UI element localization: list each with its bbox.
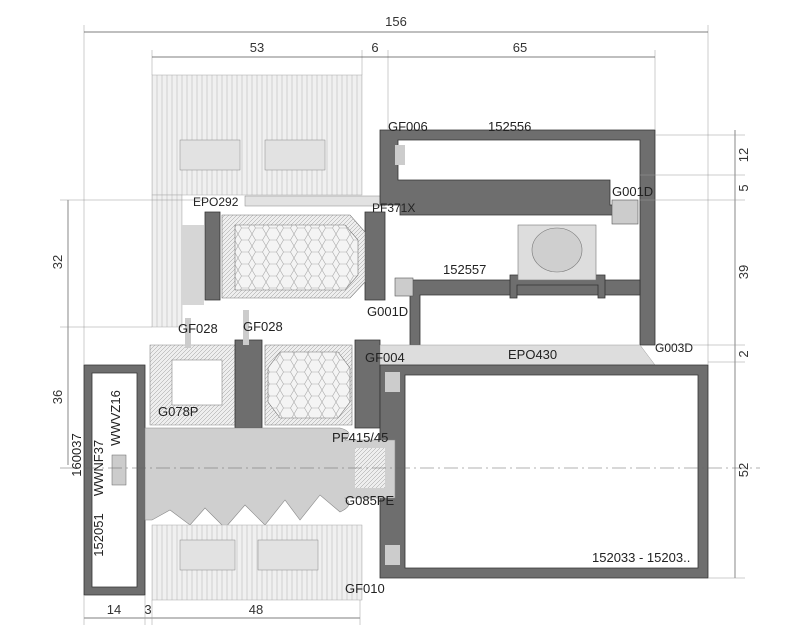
label-epo292: EPO292 <box>193 195 239 209</box>
label-gf028-a: GF028 <box>178 321 218 336</box>
label-g078p: G078P <box>158 404 198 419</box>
dim-right-2: 5 <box>736 184 751 191</box>
label-pf371x: PF371X <box>372 201 415 215</box>
label-152051: 152051 <box>91 513 106 556</box>
dim-top-left: 53 <box>250 40 264 55</box>
insulation-lower <box>151 524 363 601</box>
label-g085pe: G085PE <box>345 493 394 508</box>
dim-bottom-2: 3 <box>144 602 151 617</box>
dim-right-4: 2 <box>736 350 751 357</box>
dimension-lines <box>60 25 745 625</box>
label-gf010: GF010 <box>345 581 385 596</box>
label-pf415-45: PF415/45 <box>332 430 388 445</box>
label-g001d-top: G001D <box>612 184 653 199</box>
insulated-panel-upper <box>204 211 386 301</box>
label-wwnf37: WWNF37 <box>91 440 106 496</box>
label-gf004: GF004 <box>365 350 405 365</box>
dim-bottom-1: 14 <box>107 602 121 617</box>
label-152557: 152557 <box>443 262 486 277</box>
dim-right-1: 12 <box>736 148 751 162</box>
insulation-upper <box>151 74 386 328</box>
dim-right-5: 52 <box>736 463 751 477</box>
sash-profile-152556 <box>379 129 656 346</box>
dim-left-upper: 32 <box>50 255 65 269</box>
frame-profile-152033 <box>379 364 709 579</box>
label-wwvz16: WWVZ16 <box>108 390 123 446</box>
label-152033: 152033 - 15203.. <box>592 550 690 565</box>
sash-profile-152557 <box>394 224 641 346</box>
dim-top-mid: 6 <box>371 40 378 55</box>
dim-right-3: 39 <box>736 265 751 279</box>
label-160037: 160037 <box>69 433 84 476</box>
dim-left-lower: 36 <box>50 390 65 404</box>
dim-total-width: 156 <box>385 14 407 29</box>
dim-top-right: 65 <box>513 40 527 55</box>
label-epo430: EPO430 <box>508 347 557 362</box>
insulated-panel-lower <box>149 310 656 429</box>
label-152556: 152556 <box>488 119 531 134</box>
label-gf006: GF006 <box>388 119 428 134</box>
label-g001d-mid: G001D <box>367 304 408 319</box>
label-g003d: G003D <box>655 341 693 355</box>
label-gf028-b: GF028 <box>243 319 283 334</box>
dim-bottom-3: 48 <box>249 602 263 617</box>
